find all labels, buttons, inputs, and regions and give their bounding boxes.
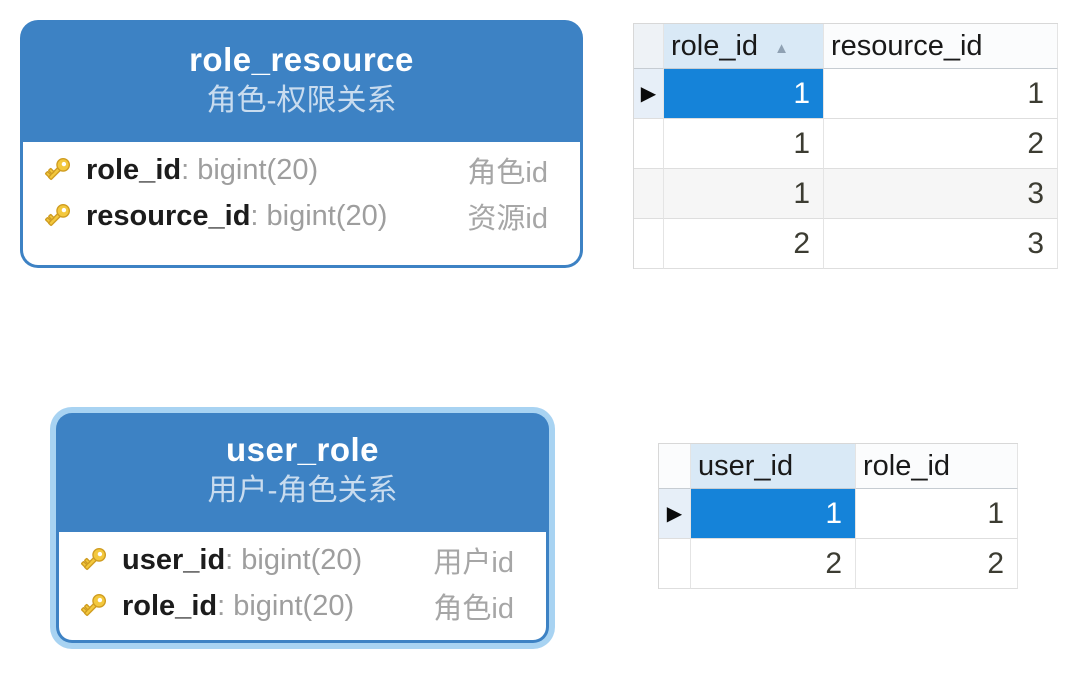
entity-field-list: role_id : bigint(20) 角色id resource_id : …: [23, 142, 580, 265]
field-type: : bigint(20): [181, 153, 319, 186]
primary-key-icon: [81, 593, 107, 616]
grid-cell-selected[interactable]: 1: [691, 489, 856, 539]
sort-ascending-icon: ▲: [774, 39, 789, 57]
column-header-resource-id[interactable]: resource_id: [824, 24, 1058, 69]
entity-header: user_role 用户-角色关系: [56, 413, 549, 512]
column-header-label: role_id: [671, 29, 759, 62]
grid-cell[interactable]: 1: [664, 119, 824, 169]
field-comment: 角色id: [433, 593, 514, 625]
data-grid-role-resource: role_id ▲ resource_id ▶ 1 1 1 2 1 3 2 3: [633, 23, 1058, 269]
entity-title: role_resource: [189, 41, 414, 78]
grid-cell[interactable]: 2: [664, 219, 824, 269]
entity-card-role-resource[interactable]: role_resource 角色-权限关系 role_id : bigint(2…: [20, 20, 583, 268]
primary-key-icon: [45, 203, 71, 226]
column-header-label: user_id: [698, 449, 794, 482]
field-name: role_id: [122, 589, 218, 622]
primary-key-icon: [81, 547, 107, 570]
entity-field-list: user_id : bigint(20) 用户id role_id : bigi…: [59, 532, 546, 640]
column-header-role-id[interactable]: role_id ▲: [664, 24, 824, 69]
column-header-label: resource_id: [831, 29, 983, 62]
grid-cell[interactable]: 3: [824, 169, 1058, 219]
field-comment: 用户id: [433, 547, 514, 579]
entity-card-user-role[interactable]: user_role 用户-角色关系 user_id : bigint(20) 用…: [56, 413, 549, 643]
column-header-user-id[interactable]: user_id: [691, 444, 856, 489]
row-selector[interactable]: [634, 119, 664, 169]
field-row-user-id[interactable]: user_id : bigint(20) 用户id: [59, 537, 546, 583]
primary-key-icon: [45, 157, 71, 180]
current-row-pointer-icon: ▶: [666, 502, 683, 525]
field-name: user_id: [122, 543, 226, 576]
grid-cell[interactable]: 2: [691, 539, 856, 589]
grid-corner-cell[interactable]: [659, 444, 691, 489]
data-grid-user-role: user_id role_id ▶ 1 1 2 2: [658, 443, 1018, 589]
grid-cell[interactable]: 1: [824, 69, 1058, 119]
row-selector[interactable]: ▶: [634, 69, 664, 119]
row-selector[interactable]: [634, 169, 664, 219]
field-name: resource_id: [86, 199, 251, 232]
entity-title: user_role: [225, 431, 380, 468]
row-selector[interactable]: [659, 539, 691, 589]
entity-comment: 角色-权限关系: [206, 84, 397, 117]
entity-header: role_resource 角色-权限关系: [20, 20, 583, 122]
column-header-label: role_id: [863, 449, 951, 482]
field-comment: 资源id: [467, 203, 548, 235]
grid-corner-cell[interactable]: [634, 24, 664, 69]
current-row-pointer-icon: ▶: [640, 82, 657, 105]
row-selector[interactable]: ▶: [659, 489, 691, 539]
grid-cell-selected[interactable]: 1: [664, 69, 824, 119]
grid-cell[interactable]: 2: [824, 119, 1058, 169]
entity-comment: 用户-角色关系: [207, 474, 398, 507]
row-selector[interactable]: [634, 219, 664, 269]
grid-cell[interactable]: 1: [664, 169, 824, 219]
field-row-role-id[interactable]: role_id : bigint(20) 角色id: [59, 583, 546, 629]
field-comment: 角色id: [467, 157, 548, 189]
grid-cell[interactable]: 3: [824, 219, 1058, 269]
field-row-resource-id[interactable]: resource_id : bigint(20) 资源id: [23, 193, 580, 239]
grid-cell[interactable]: 1: [856, 489, 1018, 539]
column-header-role-id[interactable]: role_id: [856, 444, 1018, 489]
field-type: : bigint(20): [225, 543, 363, 576]
field-name: role_id: [86, 153, 182, 186]
field-type: : bigint(20): [250, 199, 388, 232]
grid-cell[interactable]: 2: [856, 539, 1018, 589]
field-row-role-id[interactable]: role_id : bigint(20) 角色id: [23, 147, 580, 193]
field-type: : bigint(20): [217, 589, 355, 622]
